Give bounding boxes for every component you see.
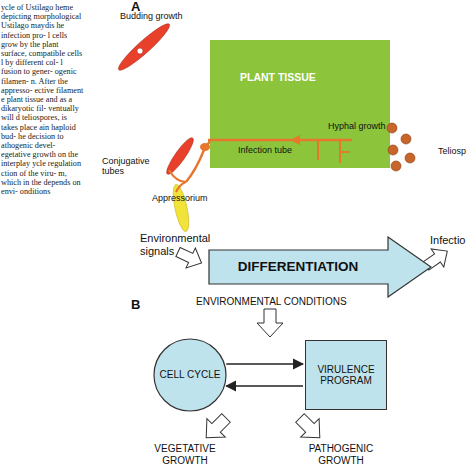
structure-label: Teliosp — [438, 146, 474, 156]
tissue-box: PLANT TISSUE Infection tube Hyphal growth — [210, 40, 390, 168]
conjugative-tube — [176, 182, 186, 192]
process-text: VIRULENCE PROGRAM — [308, 343, 384, 407]
input-label: Environmental signals — [140, 232, 214, 257]
hollow-arrow — [291, 409, 329, 447]
circle-shape — [154, 339, 226, 411]
structure-label: Appressorium — [152, 193, 222, 203]
figure-caption: ycle of Ustilago heme depicting morpholo… — [1, 3, 85, 196]
mating-cell — [170, 183, 192, 232]
outcome-label: PATHOGENIC GROWTH — [296, 443, 386, 466]
outcome-label: VEGETATIVE GROWTH — [140, 443, 230, 466]
input-label: ENVIRONMENTAL CONDITIONS — [196, 296, 366, 308]
budding-cell — [115, 20, 174, 74]
flow-arrow — [226, 363, 303, 365]
conjugative-tube — [169, 170, 186, 182]
stage-label: Conjugative tubes — [102, 156, 164, 177]
arrow-shape — [209, 237, 431, 297]
hollow-arrow — [257, 309, 283, 337]
process-arrow: DIFFERENTIATION — [208, 236, 432, 298]
teliospore — [401, 134, 411, 144]
cell-nucleus — [137, 48, 143, 54]
output-label: Infectio — [430, 234, 474, 247]
teliospore — [391, 161, 401, 171]
appressorium-shape — [200, 143, 210, 151]
process-circle: CELL CYCLE — [153, 338, 227, 412]
structure-label: Hyphal growth — [328, 120, 390, 132]
hollow-arrow — [197, 409, 235, 447]
infection-hypha — [186, 141, 210, 182]
hollow-arrow — [173, 242, 206, 273]
process-text: DIFFERENTIATION — [208, 250, 388, 284]
structure-label: Infection tube — [238, 144, 318, 156]
mating-cell — [163, 135, 196, 177]
box-heading: PLANT TISSUE — [240, 70, 360, 84]
teliospore — [405, 153, 415, 163]
panel-letter: B — [131, 298, 151, 313]
process-text: CELL CYCLE — [159, 344, 221, 406]
process-box: VIRULENCE PROGRAM — [305, 340, 387, 410]
stage-label: Budding growth — [120, 11, 210, 21]
flow-arrow — [226, 385, 303, 387]
